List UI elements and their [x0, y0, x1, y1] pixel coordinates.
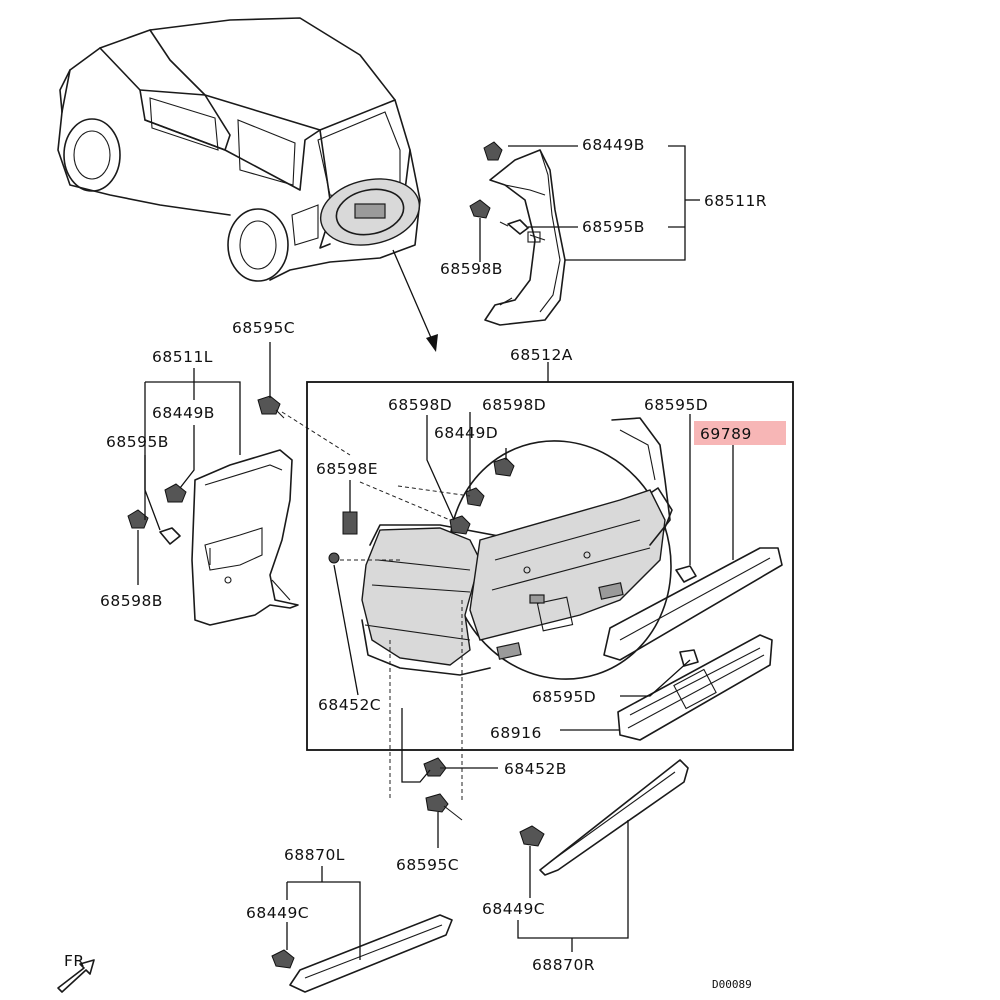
garnish-69789 [603, 547, 783, 661]
clip-68449B-top [483, 141, 503, 161]
labels: 68449B 68511R 68595B 68598B 68595C 68511… [64, 136, 786, 991]
clip-68452C [328, 552, 340, 564]
pointer-arrow [392, 249, 438, 352]
clip-68598D-a [449, 515, 471, 535]
highlight-69789 [694, 421, 786, 445]
label-68595C-bottom: 68595C [396, 856, 459, 874]
leaders-68511L [137, 342, 351, 585]
label-68449B-top: 68449B [582, 136, 645, 154]
label-68449D: 68449D [434, 424, 498, 442]
label-68449B-left: 68449B [152, 404, 215, 422]
label-68870R: 68870R [532, 956, 595, 974]
clip-68598B-top [469, 199, 491, 219]
clip-68598D-b [465, 487, 485, 507]
label-68598D-a: 68598D [388, 396, 452, 414]
molding-left [289, 914, 453, 993]
label-68512A: 68512A [510, 346, 573, 364]
clip-68598E [342, 511, 358, 535]
clip-68595C-bottom [425, 793, 463, 821]
label-68598D-b: 68598D [482, 396, 546, 414]
label-68449C-right: 68449C [482, 900, 545, 918]
label-68595B-left: 68595B [106, 433, 169, 451]
side-trim-left [191, 449, 299, 626]
vehicle-illustration [57, 17, 421, 282]
drawing-code: D00089 [712, 978, 752, 991]
label-68511R: 68511R [704, 192, 767, 210]
label-68598B-top: 68598B [440, 260, 503, 278]
label-68452B: 68452B [504, 760, 567, 778]
assembly-box [306, 362, 794, 751]
clip-68595B-left [159, 527, 181, 545]
side-trim-right [484, 149, 566, 326]
clip-68595D-bottom [679, 649, 699, 667]
clip-68449D [493, 457, 515, 477]
garnish-68916 [617, 634, 773, 741]
label-68595C-left: 68595C [232, 319, 295, 337]
clip-68449B-left [164, 483, 187, 503]
label-69789: 69789 [700, 425, 752, 443]
clip-68595B-top [499, 219, 529, 235]
leaders-68511R [479, 145, 700, 262]
label-68595D-bottom: 68595D [532, 688, 596, 706]
clip-68595D-top [675, 565, 697, 583]
label-68598E: 68598E [316, 460, 378, 478]
clip-68449C-right [519, 825, 545, 847]
leaders-lower-clips [401, 708, 498, 848]
label-fr: FR [64, 952, 85, 970]
leaders-box [333, 412, 734, 800]
label-68870L: 68870L [284, 846, 345, 864]
label-68916: 68916 [490, 724, 542, 742]
front-direction-icon [57, 959, 95, 993]
clip-68595C-left [257, 395, 285, 419]
leaders-68870R [517, 820, 629, 952]
leaders-68870L [286, 866, 361, 960]
label-68598B-left: 68598B [100, 592, 163, 610]
label-68595D-top: 68595D [644, 396, 708, 414]
clip-68452B [423, 757, 462, 777]
clip-68598B-left [127, 509, 149, 529]
label-68452C: 68452C [318, 696, 381, 714]
clip-68449C-left [271, 949, 295, 969]
molding-right [539, 759, 689, 876]
label-68449C-left: 68449C [246, 904, 309, 922]
spare-tire-cover [361, 417, 673, 680]
label-68511L: 68511L [152, 348, 213, 366]
label-68595B-top: 68595B [582, 218, 645, 236]
